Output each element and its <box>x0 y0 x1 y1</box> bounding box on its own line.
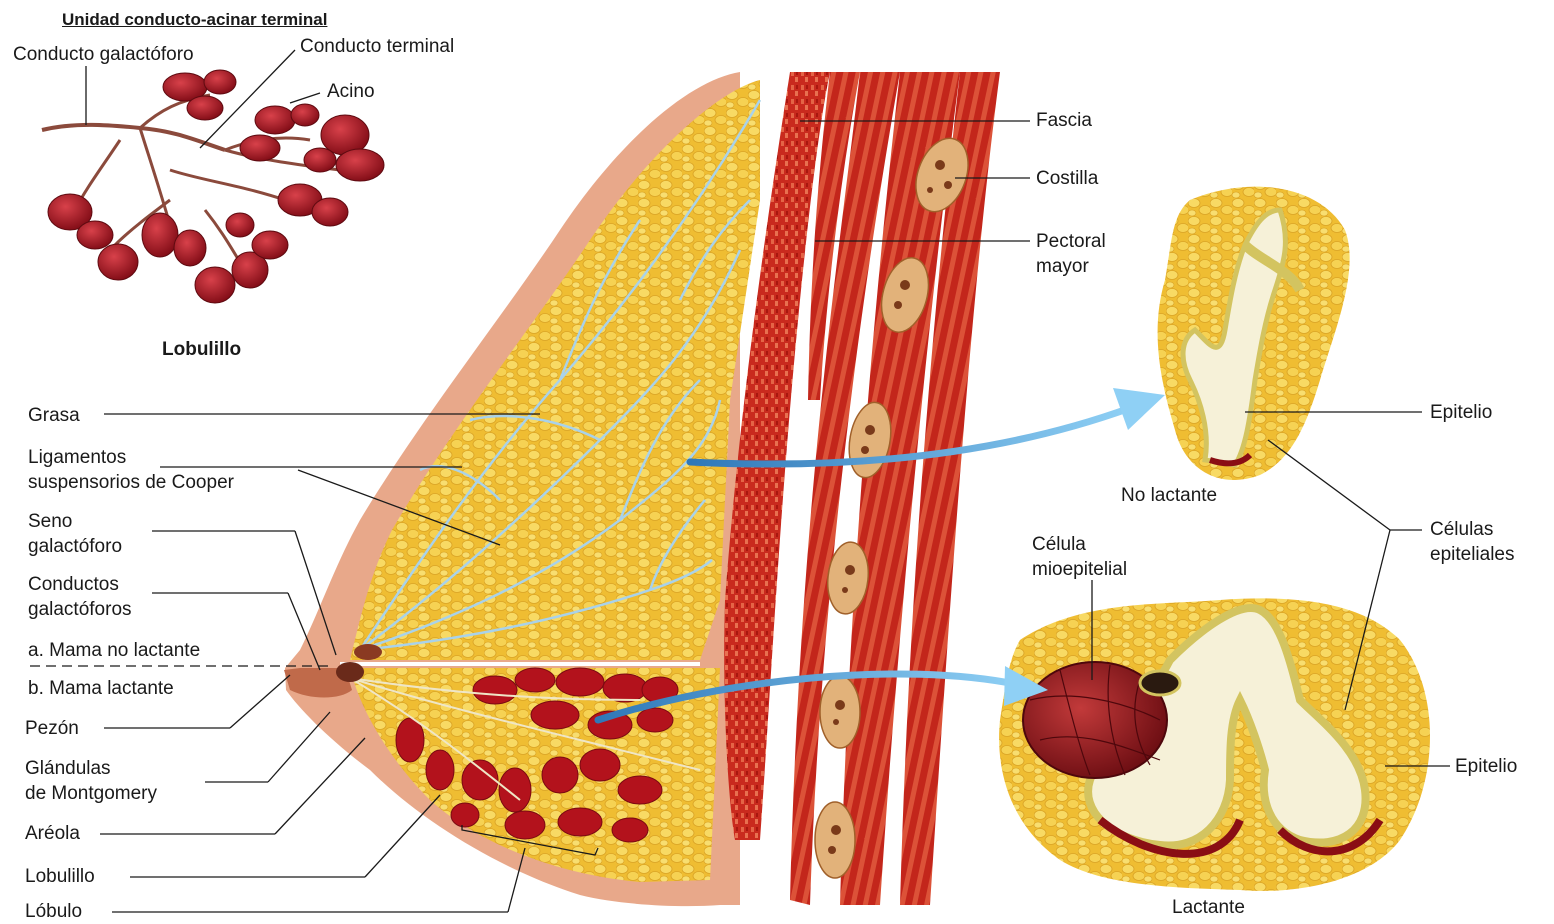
lobule-illustration <box>42 70 384 303</box>
label-grasa: Grasa <box>28 403 80 428</box>
label-conductos-line1: Conductos <box>28 572 119 597</box>
label-lobulo: Lóbulo <box>25 899 82 924</box>
label-pectoral-line2: mayor <box>1036 254 1089 279</box>
lobule-inset-caption: Lobulillo <box>162 337 241 362</box>
label-conductos-line2: galactóforos <box>28 597 132 622</box>
non-lactating-duct <box>1158 187 1350 480</box>
label-epitelio-bottom: Epitelio <box>1455 754 1517 779</box>
label-acino: Acino <box>327 79 375 104</box>
label-celulas-line1: Células <box>1430 517 1493 542</box>
label-ligamentos-line2: suspensorios de Cooper <box>28 470 234 495</box>
label-celula-mio-line2: mioepitelial <box>1032 557 1127 582</box>
label-seno-line1: Seno <box>28 509 72 534</box>
label-ligamentos-line1: Ligamentos <box>28 445 126 470</box>
label-pectoral-line1: Pectoral <box>1036 229 1106 254</box>
label-pezon: Pezón <box>25 716 79 741</box>
lactating-duct <box>999 598 1430 891</box>
label-glandulas-line1: Glándulas <box>25 756 111 781</box>
label-lobulillo: Lobulillo <box>25 864 95 889</box>
lobule-inset-heading: Unidad conducto-acinar terminal <box>62 7 327 32</box>
label-epitelio-top: Epitelio <box>1430 400 1492 425</box>
label-no-lactante: No lactante <box>1121 483 1217 508</box>
breast-section <box>284 72 1000 906</box>
label-celulas-line2: epiteliales <box>1430 542 1515 567</box>
label-celula-mio-line1: Célula <box>1032 532 1086 557</box>
label-fascia: Fascia <box>1036 108 1092 133</box>
label-mama-lactante: b. Mama lactante <box>28 676 174 701</box>
label-lactante: Lactante <box>1172 895 1245 920</box>
label-seno-line2: galactóforo <box>28 534 122 559</box>
label-mama-no-lactante: a. Mama no lactante <box>28 638 200 663</box>
label-costilla: Costilla <box>1036 166 1098 191</box>
label-conducto-terminal: Conducto terminal <box>300 34 454 59</box>
label-glandulas-line2: de Montgomery <box>25 781 157 806</box>
label-conducto-galactoforo: Conducto galactóforo <box>13 42 194 67</box>
label-areola: Aréola <box>25 821 80 846</box>
